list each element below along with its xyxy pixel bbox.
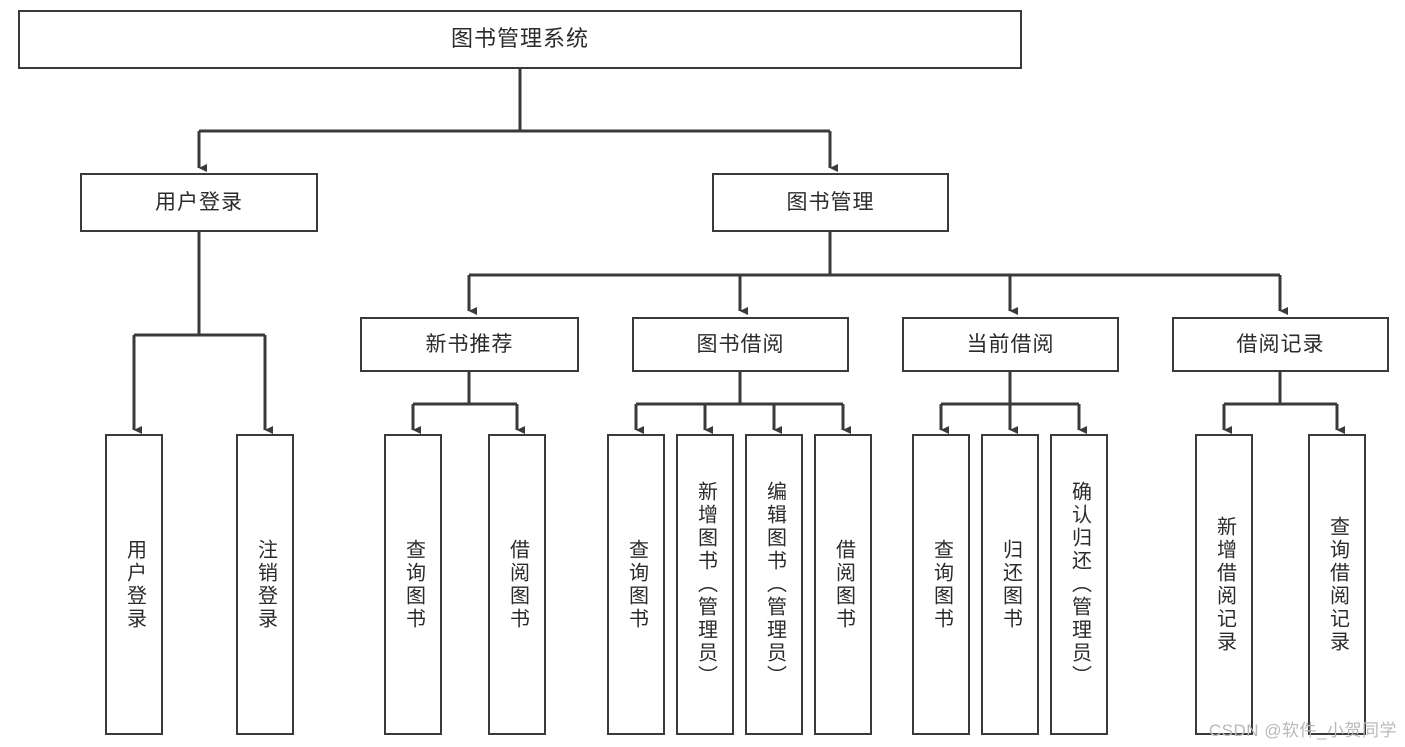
node-leaf-borrow-book-2-label: 借阅图书 [832,538,855,631]
node-borrow-record-label: 借阅记录 [1236,332,1325,356]
watermark: CSDN @软件_小贺同学 [1208,721,1397,740]
node-leaf-return-book-label: 归还图书 [999,538,1022,631]
node-leaf-query-book-1-label: 查询图书 [402,538,425,631]
node-leaf-edit-book[interactable]: 编辑图书（管理员） [745,434,803,735]
node-leaf-confirm-return-label: 确认归还（管理员） [1068,481,1091,688]
node-leaf-borrow-book-1[interactable]: 借阅图书 [488,434,546,735]
node-leaf-query-book-3-label: 查询图书 [930,538,953,631]
node-book-borrow[interactable]: 图书借阅 [632,317,849,372]
node-new-book-recommend-label: 新书推荐 [425,332,514,356]
node-book-borrow-label: 图书借阅 [696,332,785,356]
node-current-borrow[interactable]: 当前借阅 [902,317,1119,372]
node-borrow-record[interactable]: 借阅记录 [1172,317,1389,372]
node-user-login-label: 用户登录 [155,190,243,214]
node-leaf-query-book-1[interactable]: 查询图书 [384,434,442,735]
node-root[interactable]: 图书管理系统 [18,10,1022,69]
node-user-login[interactable]: 用户登录 [80,173,318,232]
node-leaf-add-book[interactable]: 新增图书（管理员） [676,434,734,735]
node-leaf-borrow-book-2[interactable]: 借阅图书 [814,434,872,735]
node-leaf-edit-book-label: 编辑图书（管理员） [763,481,786,688]
node-leaf-user-login-label: 用户登录 [123,538,146,631]
node-leaf-logout-login[interactable]: 注销登录 [236,434,294,735]
node-leaf-add-record-label: 新增借阅记录 [1213,515,1236,654]
node-leaf-query-book-2-label: 查询图书 [625,538,648,631]
node-leaf-user-login[interactable]: 用户登录 [105,434,163,735]
node-root-label: 图书管理系统 [450,26,589,52]
node-leaf-borrow-book-1-label: 借阅图书 [506,538,529,631]
node-leaf-add-record[interactable]: 新增借阅记录 [1195,434,1253,735]
node-leaf-query-record[interactable]: 查询借阅记录 [1308,434,1366,735]
node-leaf-query-book-2[interactable]: 查询图书 [607,434,665,735]
node-leaf-return-book[interactable]: 归还图书 [981,434,1039,735]
node-book-manage[interactable]: 图书管理 [712,173,949,232]
node-leaf-logout-login-label: 注销登录 [254,538,277,631]
node-leaf-confirm-return[interactable]: 确认归还（管理员） [1050,434,1108,735]
node-leaf-query-book-3[interactable]: 查询图书 [912,434,970,735]
node-current-borrow-label: 当前借阅 [966,332,1055,356]
node-new-book-recommend[interactable]: 新书推荐 [360,317,579,372]
node-leaf-query-record-label: 查询借阅记录 [1326,515,1349,654]
node-book-manage-label: 图书管理 [786,190,875,214]
node-leaf-add-book-label: 新增图书（管理员） [694,481,717,688]
